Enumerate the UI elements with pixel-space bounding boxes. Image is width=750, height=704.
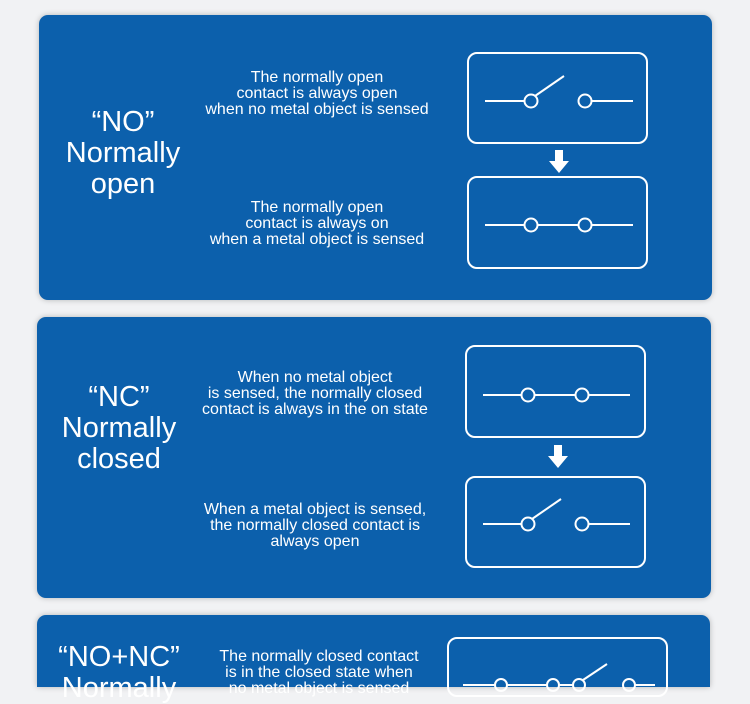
title-line: Normally <box>65 137 181 169</box>
description-line: When no metal object <box>237 369 393 386</box>
closed-switch-icon <box>485 217 633 233</box>
description-top: The normally open contact is always open… <box>187 70 447 118</box>
open-switch-icon <box>485 75 633 109</box>
title-line: open <box>90 168 156 200</box>
description-line: when no metal object is sensed <box>205 101 429 118</box>
title-line: closed <box>77 443 161 475</box>
description-line: when a metal object is sensed <box>209 231 425 248</box>
title-line: “NC” <box>88 381 150 413</box>
description-line: is in the closed state when <box>225 664 413 681</box>
description-top: When no metal object is sensed, the norm… <box>184 370 446 418</box>
description-line: no metal object is sensed <box>228 680 410 697</box>
description-line: contact is always open <box>236 85 398 102</box>
down-arrow-icon <box>549 150 569 173</box>
description-line: the normally closed contact is <box>210 517 420 534</box>
description-line: always open <box>270 533 360 550</box>
switch-box-bottom <box>467 176 648 269</box>
description-line: contact is always on <box>245 215 389 232</box>
down-arrow-icon <box>548 445 568 468</box>
switch-box-top <box>465 345 646 438</box>
panel-normally-open: “NO” Normally open The normally open con… <box>39 15 712 300</box>
description-line: The normally open <box>250 69 384 86</box>
description-line: The normally open <box>250 199 384 216</box>
title-line: Normally <box>61 672 177 704</box>
description-line: The normally closed contact <box>219 648 419 665</box>
closed-switch-icon <box>483 387 630 403</box>
panel-title: “NO+NC” Normally <box>39 642 199 704</box>
switch-box-top <box>467 52 648 144</box>
open-switch-icon <box>483 498 630 532</box>
description-line: When a metal object is sensed, <box>203 501 427 518</box>
title-line: “NO+NC” <box>58 641 180 673</box>
description-line: is sensed, the normally closed <box>207 385 423 402</box>
panel-title: “NO” Normally open <box>54 107 192 200</box>
switch-box-top <box>447 637 668 697</box>
panel-title: “NC” Normally closed <box>49 382 189 475</box>
description-top: The normally closed contact is in the cl… <box>188 649 450 697</box>
panel-normally-closed: “NC” Normally closed When no metal objec… <box>37 317 711 598</box>
title-line: “NO” <box>91 106 155 138</box>
description-line: contact is always in the on state <box>202 401 428 418</box>
panel-normally-open-closed: “NO+NC” Normally The normally closed con… <box>37 615 710 704</box>
description-bottom: When a metal object is sensed, the norma… <box>184 502 446 550</box>
switch-box-bottom <box>465 476 646 568</box>
title-line: Normally <box>61 412 177 444</box>
description-bottom: The normally open contact is always on w… <box>187 200 447 248</box>
